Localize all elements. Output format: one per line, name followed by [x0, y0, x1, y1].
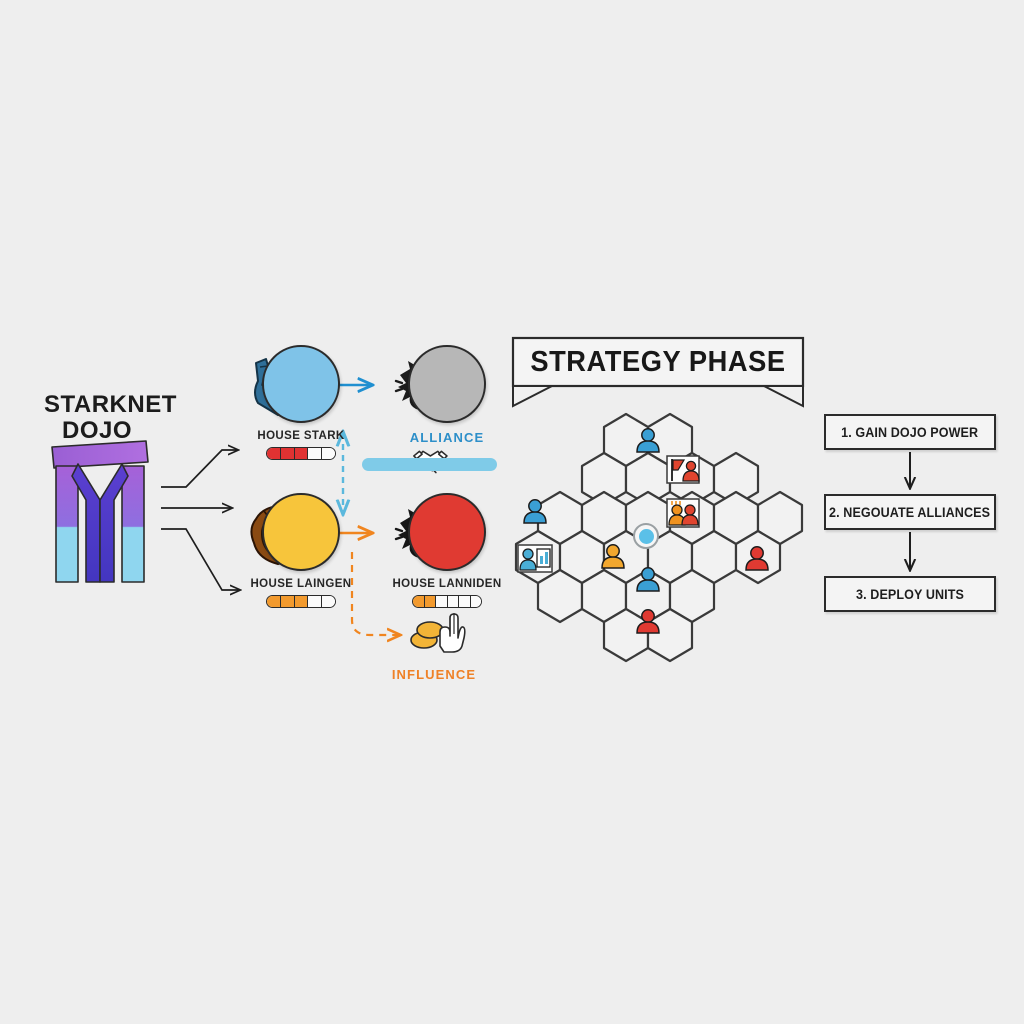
house-laingen-power-meter — [266, 595, 336, 608]
token-blue-low[interactable] — [636, 567, 660, 592]
token-blue-top[interactable] — [636, 428, 660, 453]
hex-grid — [514, 412, 804, 663]
brand-line-1: STARKNET — [44, 391, 177, 418]
alliance-label: ALLIANCE — [409, 430, 485, 445]
token-red-bottom[interactable] — [636, 609, 660, 634]
token-orange-mid[interactable] — [601, 544, 625, 569]
gate-to-houses-connectors — [161, 450, 240, 590]
objective-token-icon[interactable] — [633, 523, 659, 549]
house-laingen-circle[interactable] — [262, 493, 340, 571]
alliance-badge[interactable]: ALLIANCE — [372, 345, 522, 445]
gate-arch-icon — [51, 440, 149, 583]
alliance-circle[interactable] — [408, 345, 486, 423]
house-laingen-label: HOUSE LAINGEN — [250, 578, 352, 590]
house-stark-badge[interactable]: HOUSE STARK — [226, 345, 376, 460]
house-lanniden-power-meter — [412, 595, 482, 608]
token-flag-red[interactable] — [666, 455, 700, 484]
house-lanniden-badge[interactable]: HOUSE LANNIDEN — [372, 493, 522, 608]
strategy-phase-title: STRATEGY PHASE — [530, 346, 786, 378]
step-box-gain-dojo-power[interactable]: 1. GAIN DOJO POWER — [824, 414, 996, 450]
house-stark-power-meter — [266, 447, 336, 460]
token-red-right[interactable] — [745, 546, 769, 571]
house-stark-circle[interactable] — [262, 345, 340, 423]
brand-line-2: DOJO — [62, 417, 133, 444]
step-2-label: 2. NEGOUATE ALLIANCES — [829, 504, 991, 520]
step-3-label: 3. DEPLOY UNITS — [856, 586, 964, 602]
influence-dashed-arrow — [350, 552, 400, 635]
strategy-banner-ribbon — [511, 336, 805, 408]
token-blue-left[interactable] — [523, 499, 547, 524]
house-lanniden-label: HOUSE LANNIDEN — [392, 578, 502, 590]
house-stark-label: HOUSE STARK — [257, 430, 345, 442]
token-orange-red-pair[interactable] — [666, 498, 700, 528]
hand-with-coins-icon — [410, 613, 466, 653]
influence-label: INFLUENCE — [391, 667, 477, 682]
page-title: STARKNET DOJO — [44, 392, 244, 444]
strategy-phase-banner: STRATEGY PHASE — [513, 338, 803, 386]
house-lanniden-circle[interactable] — [408, 493, 486, 571]
house-laingen-badge[interactable]: HOUSE LAINGEN — [226, 493, 376, 608]
step-1-label: 1. GAIN DOJO POWER — [841, 424, 979, 440]
step-box-deploy-units[interactable]: 3. DEPLOY UNITS — [824, 576, 996, 612]
step-box-negotiate-alliances[interactable]: 2. NEGOUATE ALLIANCES — [824, 494, 996, 530]
alliance-connector-bar — [362, 458, 497, 471]
token-blue-report[interactable] — [517, 544, 553, 573]
